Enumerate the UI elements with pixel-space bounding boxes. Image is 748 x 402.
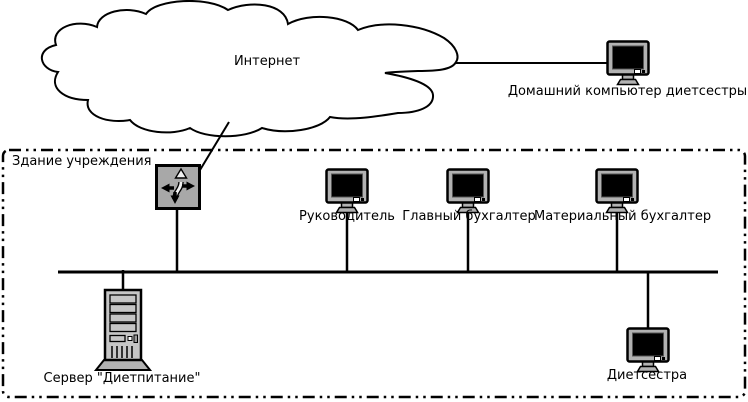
chief-accountant-label: Главный бухгалтер xyxy=(402,209,536,224)
internet-cloud-icon xyxy=(41,0,459,138)
building-label: Здание учреждения xyxy=(12,154,152,169)
materials-accountant-computer-icon xyxy=(595,168,639,214)
manager-label: Руководитель xyxy=(299,209,395,224)
home-computer-label: Домашний компьютер диетсестры xyxy=(507,84,748,99)
diet-nurse-label: Диетсестра xyxy=(606,368,688,383)
manager-computer-icon xyxy=(325,168,369,214)
router-icon xyxy=(157,166,200,209)
cable-internet-router xyxy=(199,121,230,171)
diet-nurse-computer-icon xyxy=(626,327,670,373)
home-computer-icon xyxy=(606,40,650,86)
server-label: Сервер "Диетпитание" xyxy=(43,371,201,386)
building-boundary xyxy=(1,148,747,399)
server-tower-icon xyxy=(94,288,152,372)
materials-accountant-label: Материальный бухгалтер xyxy=(534,209,712,224)
internet-label: Интернет xyxy=(233,54,301,69)
chief-accountant-computer-icon xyxy=(446,168,490,214)
